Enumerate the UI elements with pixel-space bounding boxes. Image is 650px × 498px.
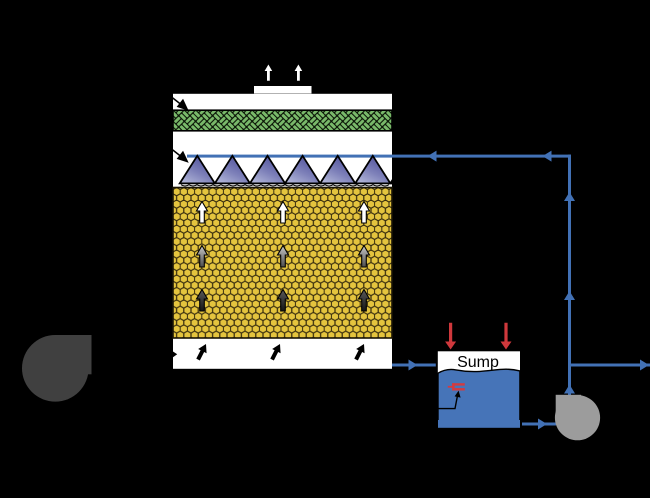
svg-text:Sump: Sump [457, 354, 499, 371]
